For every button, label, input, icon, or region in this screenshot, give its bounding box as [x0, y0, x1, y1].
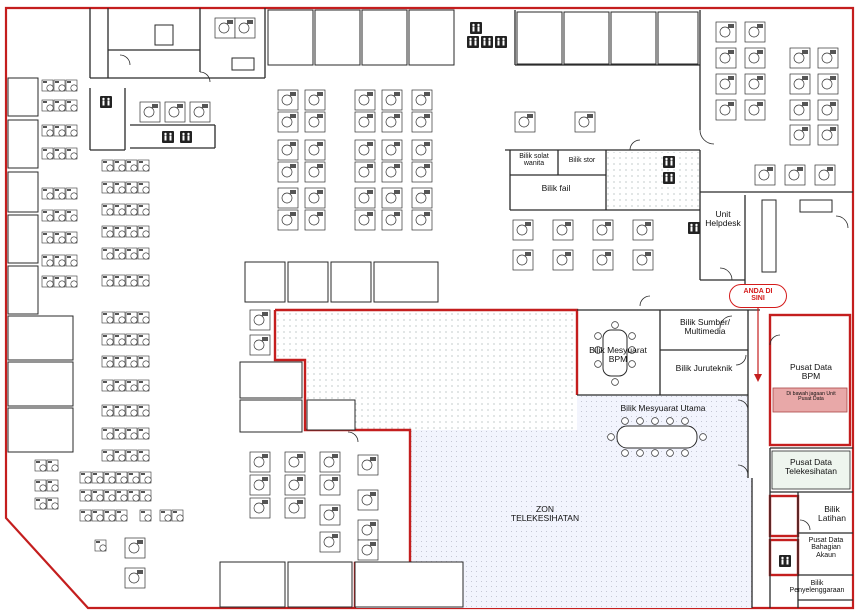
label-bilik-sumber-multimedia: Bilik Sumber/ Multimedia	[679, 317, 731, 336]
hatched-zone-2	[606, 152, 699, 210]
label-bilik-latihan: Bilik Latihan	[818, 504, 846, 523]
label-bilik-stor: Bilik stor	[568, 157, 596, 164]
walls	[89, 8, 853, 608]
label-unit-helpdesk: Unit Helpdesk	[705, 209, 741, 228]
workstation-pods-center	[277, 89, 433, 231]
doors	[119, 54, 849, 531]
label-bilik-solat-wanita: Bilik solat wanita	[519, 153, 549, 168]
label-bilik-mesyuarat-bpm: Bilik Mesyuarat BPM	[589, 345, 647, 364]
helpdesk-counter	[154, 24, 833, 273]
label-bilik-fail: Bilik fail	[541, 183, 571, 193]
label-pusat-data-telekesihatan: Pusat Data Telekesihatan	[785, 457, 837, 476]
label-zon-telekesihatan: ZON TELEKESIHATAN	[510, 504, 580, 523]
label-pusat-data-bpm: Pusat Data BPM	[789, 362, 833, 381]
label-bilik-mesyuarat-utama: Bilik Mesyuarat Utama	[620, 403, 706, 413]
label-bilik-penyelenggaraan: Bilik Penyelenggaraan	[789, 580, 845, 595]
workstation-columns-left	[34, 79, 184, 522]
label-pusat-data-note: Di bawah jagaan Unit Pusat Data	[786, 391, 836, 403]
office-rooms-top	[7, 9, 699, 608]
you-are-here-arrow	[754, 308, 762, 382]
label-pusat-data-bahagian-akaun: Pusat Data Bahagian Akaun	[808, 537, 844, 559]
you-are-here-badge: ANDA DI SINI	[729, 284, 787, 308]
helpdesk-icon	[688, 222, 700, 234]
meeting-tables	[602, 329, 698, 449]
label-bilik-juruteknik: Bilik Juruteknik	[675, 363, 733, 373]
workstation-grid-top-right	[139, 17, 839, 271]
fire-icon	[779, 555, 791, 567]
pusat-data-telekesihatan-room	[771, 450, 851, 490]
pusat-data-note-box	[772, 387, 848, 413]
